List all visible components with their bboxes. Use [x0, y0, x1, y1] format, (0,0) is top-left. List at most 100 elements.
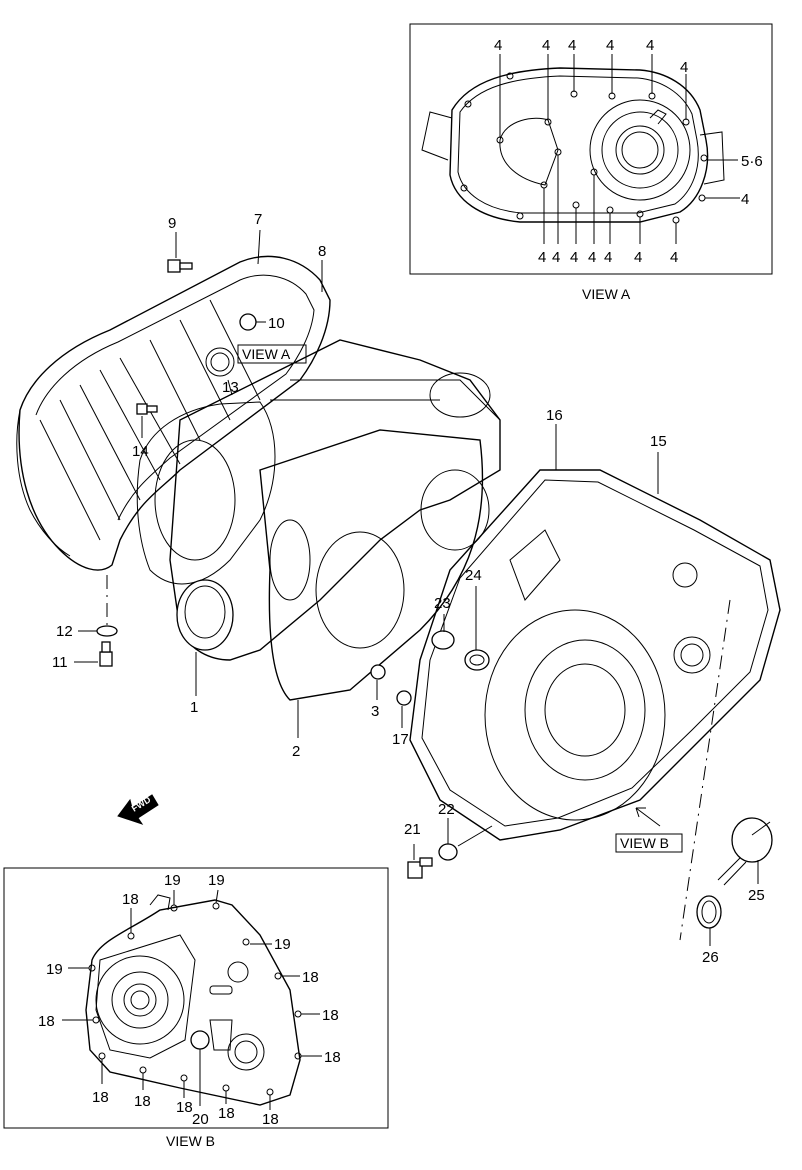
callout-1: 1 [190, 699, 198, 716]
view-a-cover-inner [457, 75, 699, 214]
view-b-callout-18h: 18 [176, 1099, 193, 1116]
view-a-callout-4h: 4 [538, 249, 546, 266]
callout-9: 9 [168, 215, 176, 232]
view-b-callout-18d: 18 [322, 1007, 339, 1024]
callout-26: 26 [702, 949, 719, 966]
bolt-11 [99, 641, 113, 667]
view-a-callout-4g: 4 [741, 191, 749, 208]
outer-cover-flange [35, 274, 315, 521]
view-b-panel: 19 19 18 19 19 18 18 18 18 18 18 18 18 2… [3, 867, 389, 1129]
callout-25: 25 [748, 887, 765, 904]
callout-10: 10 [268, 315, 285, 332]
outer-cover-shell [18, 255, 331, 571]
housing-1 [169, 339, 501, 661]
view-a-clutch-bore [621, 131, 659, 169]
callout-16: 16 [546, 407, 563, 424]
view-a-clutch-lever [649, 109, 667, 125]
view-a-callout-5-6: 5·6 [741, 153, 763, 170]
view-a-callout-4f: 4 [680, 59, 688, 76]
view-b-arrow [635, 807, 661, 827]
view-b-callout-18b: 18 [302, 969, 319, 986]
oil-fill-port [673, 636, 711, 674]
callout-21: 21 [404, 821, 421, 838]
view-b-callout-18c: 18 [38, 1013, 55, 1030]
dipstick-axis [679, 599, 731, 941]
callout-13: 13 [222, 379, 239, 396]
callout-11: 11 [52, 654, 68, 671]
bolt-14 [136, 403, 158, 415]
outer-cover-lip [16, 409, 71, 557]
view-b-callout-19d: 19 [46, 961, 63, 978]
view-a-tag: VIEW A [242, 346, 291, 362]
view-a-clutch-outer [589, 99, 691, 201]
callout-12: 12 [56, 623, 73, 640]
view-b-plug-20 [190, 1030, 210, 1050]
dowel-10 [239, 313, 257, 331]
view-b-tag: VIEW B [620, 835, 669, 851]
dipstick-25 [717, 817, 773, 886]
view-a-dome [499, 117, 559, 186]
view-a-callout-4n: 4 [670, 249, 678, 266]
view-a-panel: 4 4 4 4 4 4 5·6 4 4 4 4 4 4 4 4 [409, 23, 773, 275]
view-b-callout-20: 20 [192, 1111, 209, 1128]
oring-26 [696, 895, 722, 929]
callout-14: 14 [132, 443, 149, 460]
callout-24: 24 [465, 567, 482, 584]
view-b-frame [3, 867, 389, 1129]
gasket-hole-main [315, 531, 405, 649]
view-a-callout-4b: 4 [542, 37, 550, 54]
view-a-clutch-mid [601, 111, 679, 189]
callout-2: 2 [292, 743, 300, 760]
view-a-bolt-holes [460, 72, 708, 224]
cover-port [205, 347, 235, 377]
view-a-callout-4c: 4 [568, 37, 576, 54]
main-leaders [74, 229, 759, 946]
callout-17: 17 [392, 731, 409, 748]
callout-15: 15 [650, 433, 667, 450]
view-b-cover-outline [85, 899, 301, 1106]
outer-cover-ribs [39, 299, 261, 541]
view-a-callout-4d: 4 [606, 37, 614, 54]
view-a-frame [409, 23, 773, 275]
fwd-arrow: FWD [117, 794, 159, 825]
view-a-leaders [499, 54, 740, 244]
view-b-callout-18g: 18 [134, 1093, 151, 1110]
view-a-callout-4k: 4 [588, 249, 596, 266]
oring-24 [464, 649, 490, 671]
view-b-callout-18i: 18 [218, 1105, 235, 1122]
callout-23: 23 [434, 595, 451, 612]
gasket-hole-upper [420, 469, 490, 551]
view-a-callout-4m: 4 [634, 249, 642, 266]
dowel-3 [370, 664, 386, 680]
view-a-callout-4a: 4 [494, 37, 502, 54]
washer-22 [438, 843, 458, 861]
view-b-callout-19c: 19 [274, 936, 291, 953]
view-b-caption: VIEW B [166, 1133, 215, 1149]
view-a-cover-outline [449, 67, 709, 223]
view-a-left-tab [421, 111, 453, 161]
view-a-callout-4l: 4 [604, 249, 612, 266]
view-b-callout-19b: 19 [208, 872, 225, 889]
view-b-callout-18j: 18 [262, 1111, 279, 1128]
bolt-21 [407, 857, 433, 879]
view-b-callout-19a: 19 [164, 872, 181, 889]
view-b-callout-18e: 18 [324, 1049, 341, 1066]
dowel-17 [396, 690, 412, 706]
callout-7: 7 [254, 211, 262, 228]
washer-12 [96, 625, 118, 637]
view-b-callout-18a: 18 [122, 891, 139, 908]
view-b-tag-box [615, 833, 683, 853]
gasket-2 [259, 429, 490, 701]
callout-22: 22 [438, 801, 455, 818]
view-a-right-tab [699, 131, 725, 185]
generator-dome [484, 609, 666, 821]
inner-plate-outline [136, 401, 276, 585]
main-cover-gasket-15 [421, 479, 769, 827]
callout-8: 8 [318, 243, 326, 260]
view-a-tag-box [237, 344, 307, 364]
main-cover-16 [409, 469, 781, 841]
view-b-leaders [62, 889, 322, 1110]
view-a-caption: VIEW A [582, 286, 631, 302]
